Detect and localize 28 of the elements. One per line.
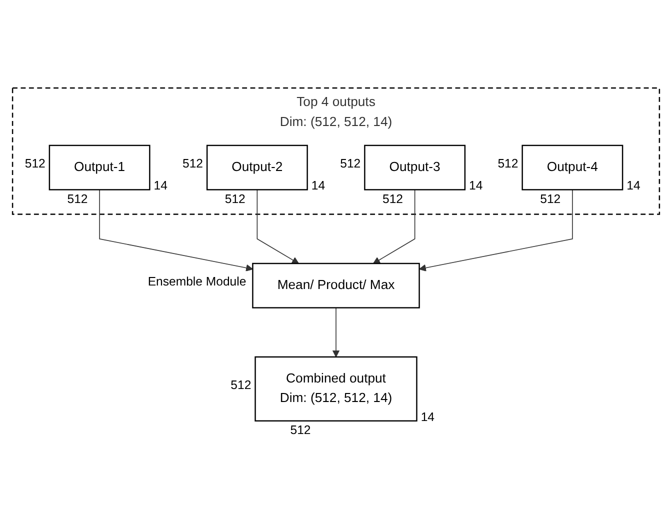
dimension-label: 512 bbox=[224, 192, 246, 206]
dimension-label: 512 bbox=[67, 192, 88, 206]
dimension-label: 512 bbox=[290, 423, 311, 437]
arrow bbox=[256, 189, 299, 264]
node-box bbox=[364, 144, 466, 190]
dimension-label: 512 bbox=[382, 192, 403, 206]
arrow bbox=[99, 189, 254, 272]
arrow bbox=[418, 189, 573, 272]
dimension-label: 14 bbox=[311, 178, 326, 193]
cluster bbox=[12, 87, 660, 215]
node-box bbox=[252, 262, 420, 308]
dimension-label: 512 bbox=[340, 156, 361, 171]
arrow bbox=[332, 307, 340, 358]
dimension-label: 512 bbox=[230, 378, 252, 392]
dimension-label: 14 bbox=[420, 410, 434, 424]
dimension-label: 512 bbox=[24, 156, 46, 171]
dimension-label: 512 bbox=[498, 156, 518, 171]
node-box bbox=[522, 144, 624, 190]
dimension-label: 512 bbox=[540, 192, 561, 206]
dimension-label: 14 bbox=[469, 178, 483, 193]
arrow bbox=[373, 189, 416, 264]
node-box bbox=[206, 144, 308, 190]
node-box bbox=[254, 356, 418, 422]
dimension-label: 14 bbox=[626, 178, 640, 193]
dimension-label: 14 bbox=[154, 178, 168, 193]
dimension-label: Ensemble Module bbox=[148, 274, 246, 289]
dimension-label: 512 bbox=[182, 156, 203, 171]
node-box bbox=[48, 144, 150, 190]
